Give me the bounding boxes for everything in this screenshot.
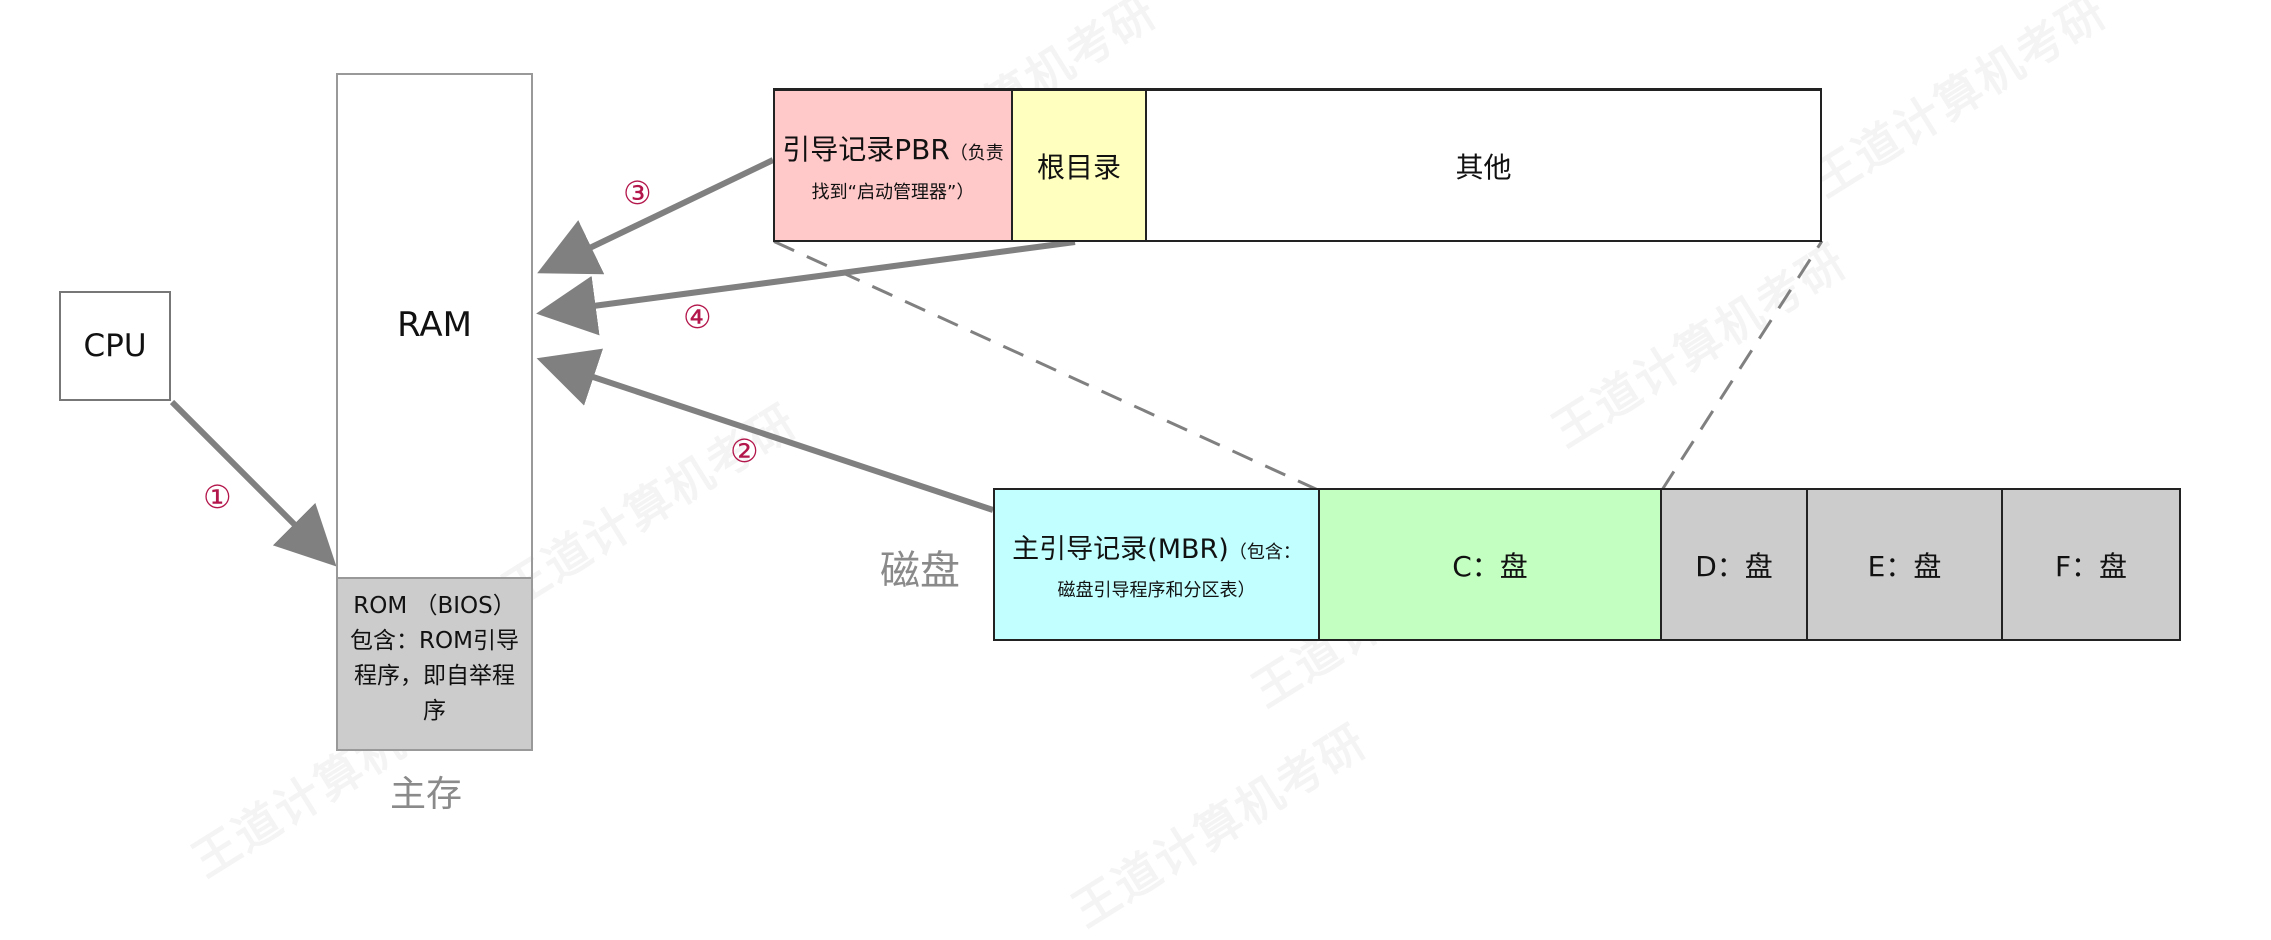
disk-caption: 磁盘 [880,548,960,594]
rom-text-line: 程序，即自举程 [354,663,515,689]
e-drive-label: E：盘 [1867,549,1942,583]
arrow-step-2 [536,348,994,513]
root-dir-label: 根目录 [1036,150,1121,184]
other-label: 其他 [1455,150,1512,184]
pbr-box: 引导记录PBR（负责 找到“启动管理器”） [773,88,1013,242]
mbr-note: 磁盘引导程序和分区表） [1057,580,1256,601]
c-drive-label: C：盘 [1452,549,1528,583]
c-drive-box: C：盘 [1318,488,1662,641]
connector-layer [169,157,1824,567]
mbr-box: 主引导记录(MBR)（包含： 磁盘引导程序和分区表） [993,488,1320,641]
other-box: 其他 [1145,88,1822,242]
e-drive-box: E：盘 [1806,488,2003,641]
mbr-title: 主引导记录(MBR) [1012,534,1229,565]
arrow-step-4 [536,239,1076,336]
zoom-line-left [772,239,1319,492]
rom-text-line: 包含：ROM引导 [350,628,519,654]
rom-box: ROM （BIOS） 包含：ROM引导 程序，即自举程 序 [336,577,533,751]
d-drive-label: D：盘 [1695,549,1773,583]
pbr-note: 找到“启动管理器”） [811,181,975,203]
pbr-note: （负责 [949,142,1004,164]
cpu-box: CPU [59,291,171,401]
pbr-title: 引导记录PBR [782,132,950,166]
rom-text-line: ROM （BIOS） [353,593,516,619]
step-number-3: ③ [623,174,652,212]
ram-box: RAM [336,73,533,578]
arrow-step-1 [169,399,337,567]
f-drive-box: F：盘 [2001,488,2181,641]
step-number-4: ④ [683,298,712,336]
arrow-step-3 [537,157,775,275]
d-drive-box: D：盘 [1660,488,1808,641]
zoom-line-right [1660,240,1824,491]
root-dir-box: 根目录 [1011,88,1147,242]
step-number-1: ① [203,478,232,516]
main-memory-caption: 主存 [390,774,463,815]
rom-text-line: 序 [423,698,446,724]
f-drive-label: F：盘 [2054,549,2128,583]
step-number-2: ② [730,432,759,470]
mbr-note: （包含： [1228,542,1301,563]
cpu-label: CPU [83,328,147,364]
ram-label: RAM [397,305,472,345]
